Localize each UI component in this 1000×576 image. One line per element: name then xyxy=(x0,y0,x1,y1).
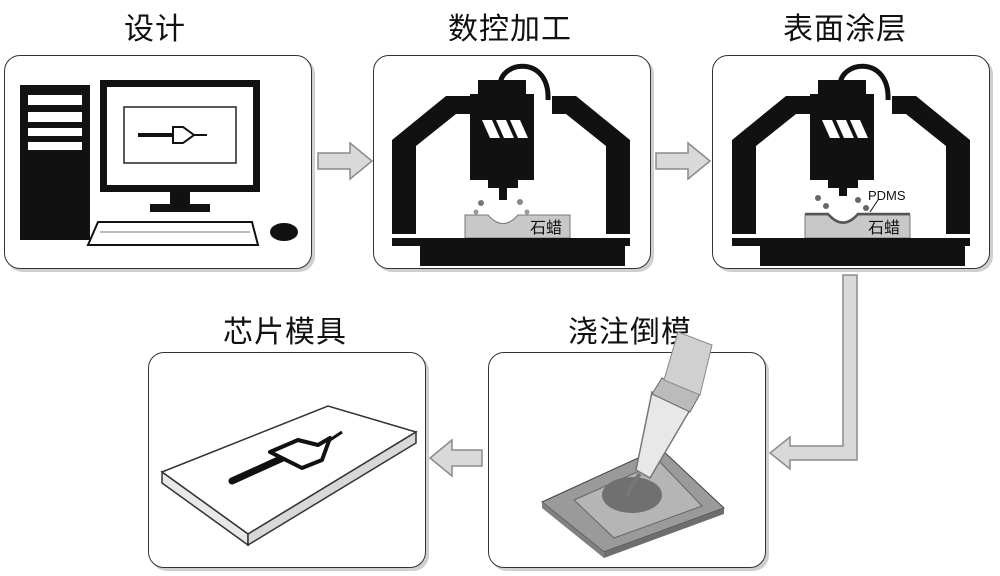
pdms-label: PDMS xyxy=(868,188,906,203)
coating-machine-icon xyxy=(732,63,970,266)
step-title-coating: 表面涂层 xyxy=(783,12,907,47)
step-title-casting: 浇注倒模 xyxy=(568,315,692,350)
chip-mold-icon xyxy=(160,405,418,547)
arrow-casting-to-mold xyxy=(428,438,483,478)
wax-label-coating: 石蜡 xyxy=(868,218,900,237)
computer-icon xyxy=(20,80,298,246)
wax-label-cnc: 石蜡 xyxy=(530,218,562,237)
arrow-design-to-cnc xyxy=(317,141,374,181)
casting-icon xyxy=(541,331,725,558)
cnc-machine-icon xyxy=(392,63,630,266)
step-title-cnc: 数控加工 xyxy=(448,12,572,47)
arrow-cnc-to-coating xyxy=(655,141,712,181)
step-title-mold: 芯片模具 xyxy=(223,315,347,350)
step-title-design: 设计 xyxy=(124,12,186,47)
arrow-coating-to-casting xyxy=(768,274,858,471)
